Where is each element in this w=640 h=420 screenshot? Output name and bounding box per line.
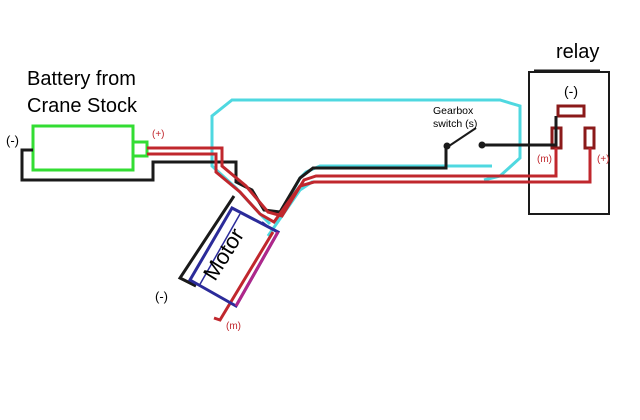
housing-top-outline xyxy=(210,98,522,182)
switch-lever xyxy=(448,127,477,147)
motor-m-label: (m) xyxy=(226,321,241,332)
motor-inner-line xyxy=(198,213,241,287)
relay-neg-terminal xyxy=(556,104,586,118)
motor-icon xyxy=(187,206,281,309)
battery-title-line1: Battery from xyxy=(27,68,136,90)
housing-inner-outline xyxy=(274,164,492,223)
relay-outline xyxy=(528,71,610,215)
relay-title: relay xyxy=(556,41,599,63)
motor-side-edge xyxy=(234,231,280,307)
battery-neg-label: (-) xyxy=(6,133,19,148)
switch-contact-right xyxy=(478,141,486,149)
battery-pos-label: (+) xyxy=(152,129,165,140)
relay-neg-label: (-) xyxy=(564,83,578,99)
relay-m-label: (m) xyxy=(537,154,552,165)
battery-title-line2: Crane Stock xyxy=(27,95,138,117)
motor-neg-wire xyxy=(177,195,236,288)
gearbox-label-line2: switch (s) xyxy=(433,118,477,130)
red-wires xyxy=(147,146,592,322)
motor-neg-label: (-) xyxy=(155,289,168,304)
switch-to-relay-wire xyxy=(480,116,558,147)
battery-neg-wire xyxy=(20,146,448,214)
housing-lower-outline xyxy=(266,180,488,237)
battery-pos-to-relay-pos-wire xyxy=(147,148,592,224)
gearbox-label-line1: Gearbox xyxy=(433,105,474,117)
motor-m-wire xyxy=(213,231,275,322)
battery-icon xyxy=(31,124,149,172)
gearbox-switch-icon xyxy=(443,127,486,150)
motor-top-terminal xyxy=(261,221,271,229)
battery-pos-to-relay-m-wire xyxy=(147,146,558,218)
switch-contact-left xyxy=(443,142,451,150)
battery-terminal xyxy=(131,140,149,158)
relay-pos-label: (+) xyxy=(597,154,610,165)
battery-body xyxy=(31,124,135,172)
relay-pos-terminal xyxy=(583,126,596,150)
